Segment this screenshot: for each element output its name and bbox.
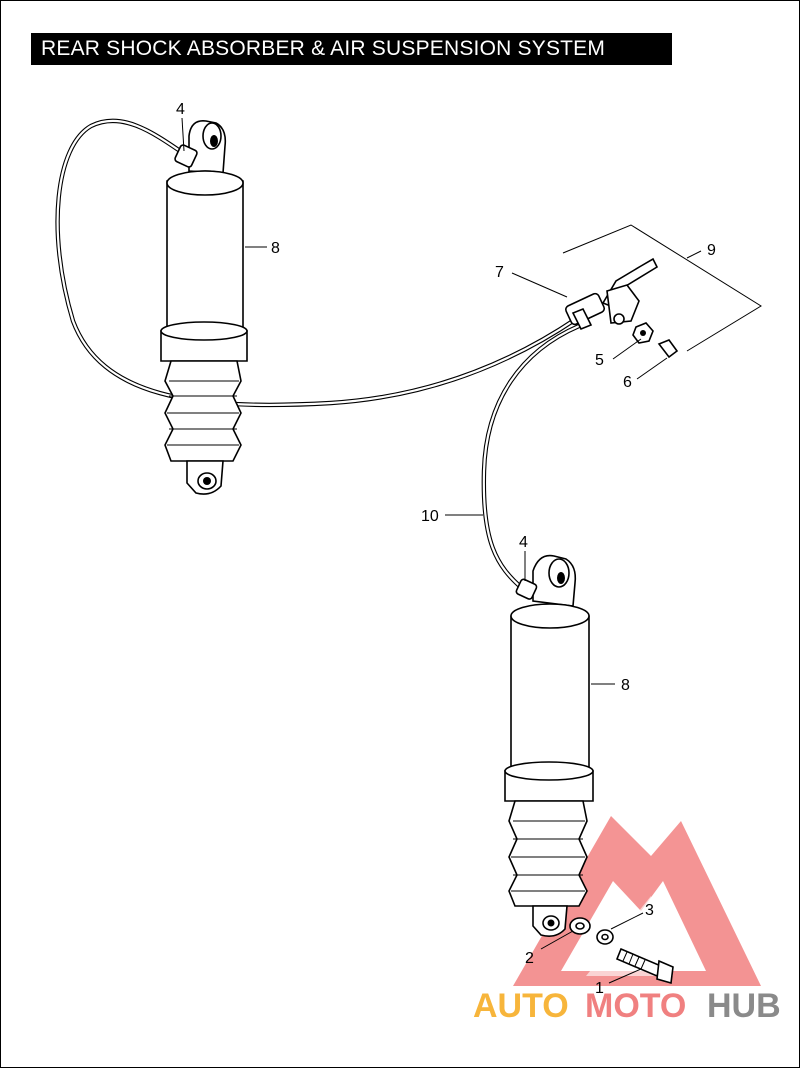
- callout-3: 3: [645, 902, 654, 919]
- shock-absorber-lower: [504, 554, 594, 937]
- callout-8-lower: 8: [621, 677, 630, 694]
- callout-4-upper: 4: [176, 101, 185, 118]
- watermark-wordmark: AUTO MOTO HUB: [473, 987, 781, 1025]
- callout-leaders: [181, 117, 762, 984]
- callout-7: 7: [495, 264, 504, 281]
- callout-8-upper: 8: [271, 240, 280, 257]
- callout-9: 9: [707, 242, 716, 259]
- page-title: REAR SHOCK ABSORBER & AIR SUSPENSION SYS…: [31, 33, 672, 65]
- watermark-word-hub: HUB: [707, 987, 781, 1025]
- watermark-word-auto: AUTO: [473, 987, 569, 1025]
- bolt-1: [615, 947, 674, 985]
- watermark-logo: [513, 816, 761, 986]
- valve-nut: [632, 322, 654, 344]
- callout-6: 6: [623, 374, 632, 391]
- watermark-word-moto: MOTO: [585, 987, 686, 1025]
- air-hose-upper: [55, 118, 579, 408]
- manifold-bracket-assembly: [564, 257, 659, 331]
- washer-2: [569, 917, 591, 935]
- air-hose-lower: [481, 323, 582, 592]
- callout-10: 10: [421, 508, 439, 525]
- callout-1: 1: [595, 980, 604, 997]
- callout-5: 5: [595, 352, 604, 369]
- callout-2: 2: [525, 950, 534, 967]
- lockwasher-3: [596, 929, 614, 945]
- shock-absorber-upper: [160, 119, 248, 495]
- valve-cap: [657, 339, 679, 359]
- callout-4-lower: 4: [519, 534, 528, 551]
